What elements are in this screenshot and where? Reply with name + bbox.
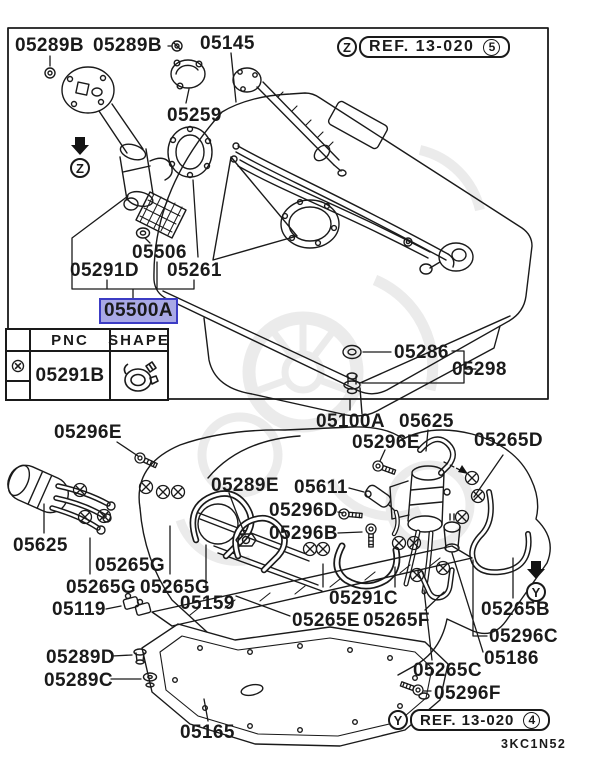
part-label-05265d-14: 05265D <box>474 430 543 451</box>
bolt-05296f <box>398 678 426 698</box>
part-label-05265g-22: 05265G <box>140 577 211 598</box>
screw-05296e-right <box>370 458 398 478</box>
fuel-sender-assembly-drawing <box>61 66 187 239</box>
pnc-shape-table: PNC SHAPE ⊗ 05291B <box>5 328 169 401</box>
ref-top-box: REF. 13-020 5 <box>359 36 511 58</box>
part-label-05289d-33: 05289D <box>46 647 115 668</box>
view-marker-y: Y <box>526 582 546 602</box>
part-label-05259-3: 05259 <box>167 105 222 126</box>
table-pnc-value: 05291B <box>31 352 111 399</box>
table-empty-cell <box>7 382 31 399</box>
table-header-pnc: PNC <box>31 330 111 352</box>
part-label-05296b-18: 05296B <box>269 523 338 544</box>
ref-bottom-number: 4 <box>523 711 541 729</box>
fuel-filter-left-drawing <box>7 464 116 535</box>
fuel-tank-upper-drawing <box>153 92 533 417</box>
part-label-05625-19: 05625 <box>13 535 68 556</box>
part-label-05289c-34: 05289C <box>44 670 113 691</box>
ref-bottom-letter: Y <box>388 710 408 730</box>
drain-plug-drawing <box>342 344 362 395</box>
part-label-05291c-25: 05291C <box>329 588 398 609</box>
part-label-05261-6: 05261 <box>167 260 222 281</box>
view-y-arrow <box>526 560 546 580</box>
part-label-05145-2: 05145 <box>200 33 255 54</box>
tank-protector-drawing <box>151 545 473 627</box>
part-label-05265e-26: 05265E <box>292 610 360 631</box>
breather-hoses-drawing <box>189 490 288 574</box>
diagram-code: 3KC1N52 <box>501 737 567 751</box>
part-label-05611-16: 05611 <box>294 477 348 498</box>
part-label-05289b-1: 05289B <box>93 35 162 56</box>
ref-bottom-box: REF. 13-020 4 <box>410 709 551 731</box>
part-label-05265c-31: 05265C <box>413 660 482 681</box>
bolt-05296b <box>365 523 377 548</box>
view-z-arrow <box>70 136 90 156</box>
table-marker-cell: ⊗ <box>7 352 31 382</box>
table-shape-cell <box>111 352 167 399</box>
part-label-05625-12: 05625 <box>399 411 454 432</box>
fuel-cap-flange-drawing <box>170 59 206 90</box>
part-label-05286-8: 05286 <box>394 342 449 363</box>
ref-top-label: REF. 13-020 <box>369 38 475 55</box>
skid-plate-drawing <box>141 623 449 747</box>
leader-lines <box>43 45 514 722</box>
part-label-05296d-17: 05296D <box>269 500 338 521</box>
part-label-05165-35: 05165 <box>180 722 235 743</box>
view-marker-z: Z <box>70 158 90 178</box>
part-label-05291d-5: 05291D <box>70 260 139 281</box>
part-label-05159-23: 05159 <box>180 593 235 614</box>
ref-top-letter: Z <box>337 37 357 57</box>
part-label-05186-30: 05186 <box>484 648 539 669</box>
upper-section-frame <box>7 27 549 400</box>
part-label-05289b-0: 05289B <box>15 35 84 56</box>
insert-direction-arrowhead <box>458 465 468 474</box>
ref-bottom-label: REF. 13-020 <box>420 711 515 729</box>
gasket-ring-drawing <box>167 125 213 179</box>
pin-icons <box>133 648 430 700</box>
part-label-05296e-13: 05296E <box>352 432 420 453</box>
part-label-05296f-32: 05296F <box>434 683 501 704</box>
part-label-05500a-7: 05500A <box>99 298 178 324</box>
part-label-05296c-29: 05296C <box>489 626 558 647</box>
part-label-05100a-11: 05100A <box>316 411 385 432</box>
nut-icon <box>235 533 257 547</box>
part-label-05265g-21: 05265G <box>66 577 137 598</box>
part-label-05506-4: 05506 <box>132 242 187 263</box>
clamp-bracket-drawing <box>122 592 152 616</box>
part-label-05265g-20: 05265G <box>95 555 166 576</box>
part-label-05265f-27: 05265F <box>363 610 430 631</box>
part-label-05119-24: 05119 <box>52 599 106 620</box>
part-label-05289e-15: 05289E <box>211 475 279 496</box>
part-label-05296e-10: 05296E <box>54 422 122 443</box>
screw-icons-top <box>44 40 183 79</box>
watermark <box>175 145 485 566</box>
ref-top-number: 5 <box>483 38 501 56</box>
table-header-shape: SHAPE <box>108 330 168 352</box>
part-label-05265b-28: 05265B <box>481 599 550 620</box>
table-corner-cell <box>7 330 31 352</box>
part-label-05298-9: 05298 <box>452 359 507 380</box>
hose-clamp-icon <box>123 360 159 392</box>
